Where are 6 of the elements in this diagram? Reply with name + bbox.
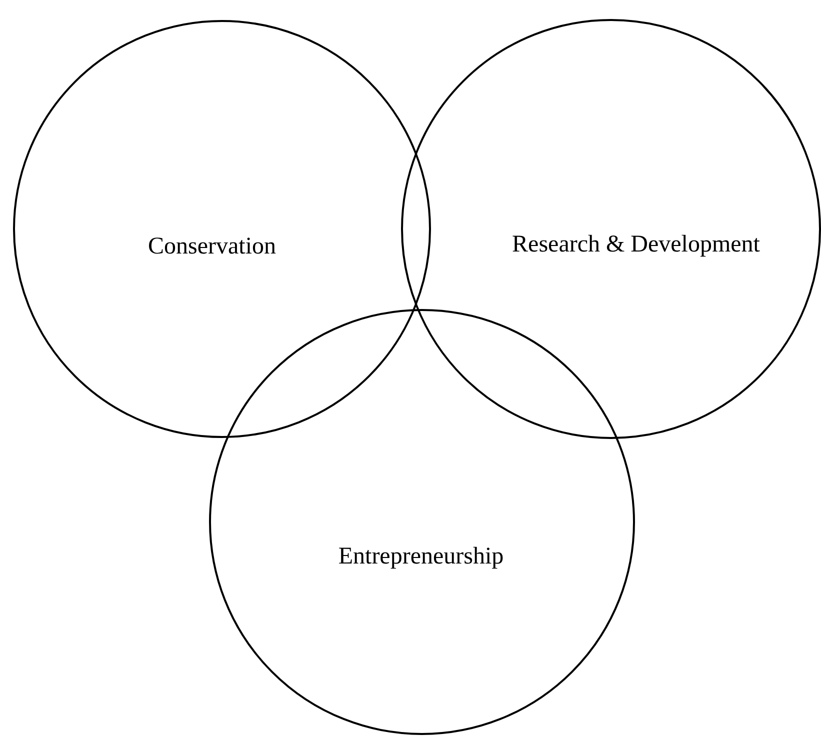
circle-label: Entrepreneurship <box>338 544 504 570</box>
venn-circle <box>13 20 431 438</box>
venn-circle <box>209 309 635 735</box>
circle-label: Research & Development <box>512 232 760 258</box>
circle-label: Conservation <box>148 234 276 260</box>
venn-circle <box>401 19 821 439</box>
